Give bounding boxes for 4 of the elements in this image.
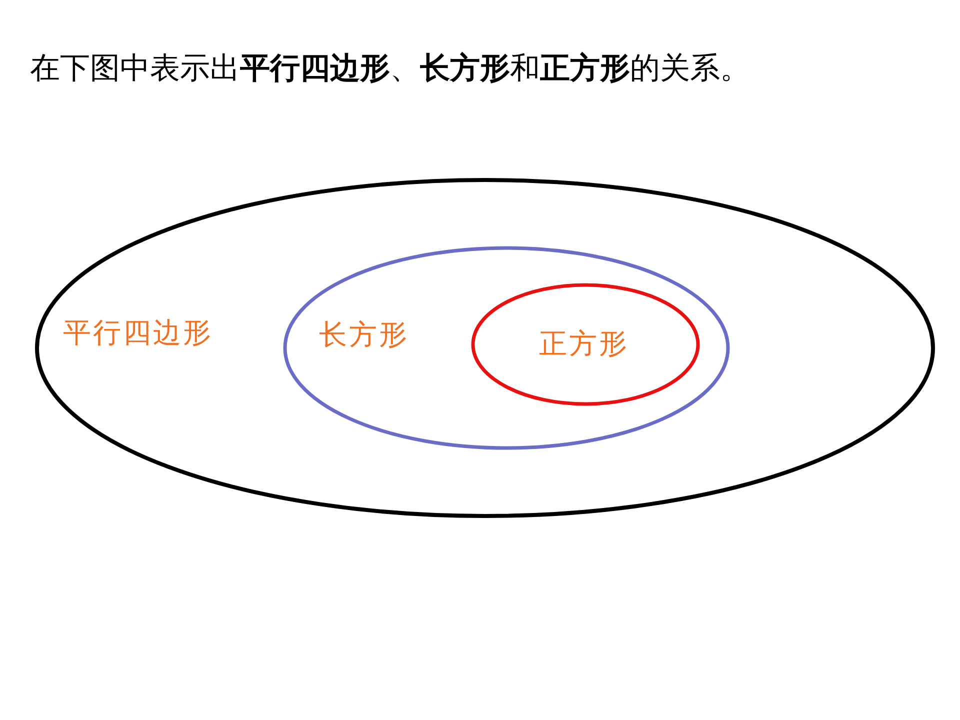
set-label: 正方形 [539, 326, 629, 362]
set-label: 长方形 [319, 317, 409, 353]
title: 在下图中表示出平行四边形、长方形和正方形的关系。 [30, 50, 750, 88]
set-label: 平行四边形 [63, 315, 213, 351]
